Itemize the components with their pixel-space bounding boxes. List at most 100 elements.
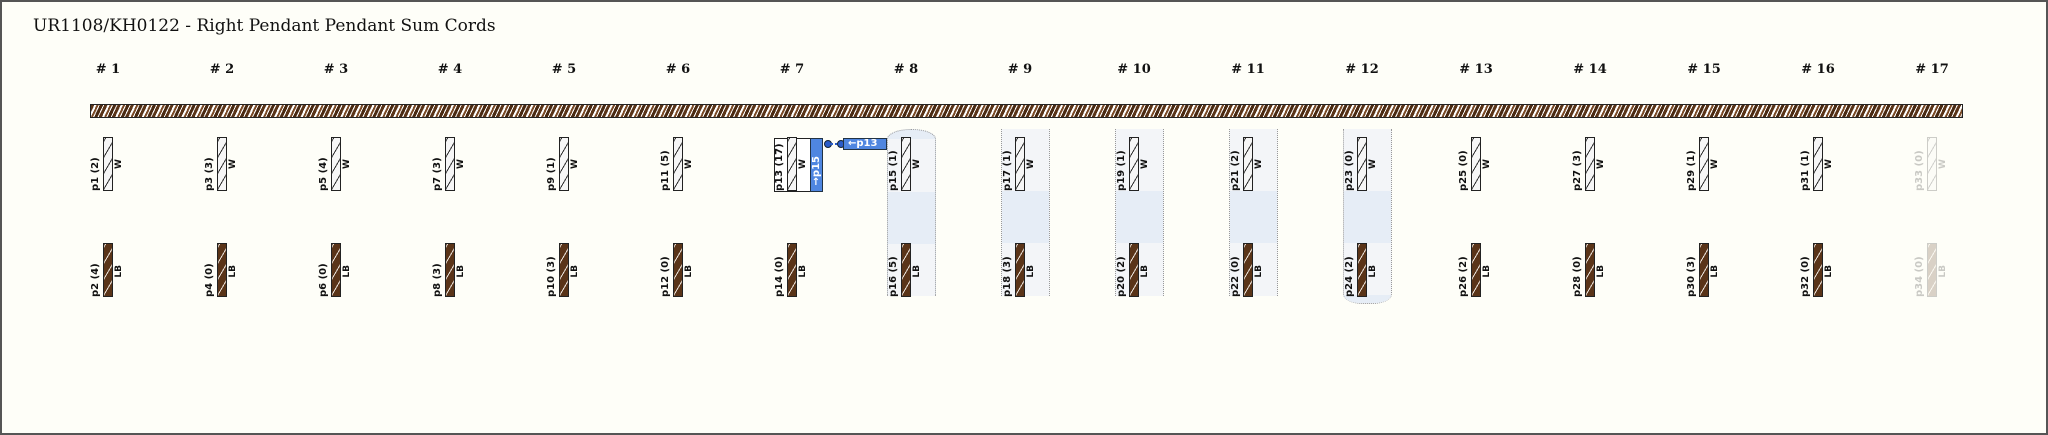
cord-label: p18 (3) bbox=[1002, 256, 1013, 297]
cord-label: p33 (0) bbox=[1914, 150, 1925, 191]
column-header: # 10 bbox=[1117, 62, 1151, 77]
cord-label: p32 (0) bbox=[1800, 256, 1811, 297]
cord-label: p8 (3) bbox=[432, 263, 443, 297]
highlight-band bbox=[1344, 191, 1391, 243]
cord-light-brown[interactable] bbox=[673, 243, 683, 297]
cord-white[interactable] bbox=[1015, 137, 1025, 191]
primary-cord[interactable] bbox=[90, 104, 1963, 118]
cord-light-brown[interactable] bbox=[559, 243, 569, 297]
cord-light-brown[interactable] bbox=[103, 243, 113, 297]
cord-label: p27 (3) bbox=[1572, 150, 1583, 191]
column-header: # 4 bbox=[437, 62, 463, 77]
highlight-column bbox=[1343, 129, 1392, 304]
highlight-tail bbox=[1344, 295, 1391, 303]
highlight-band bbox=[1230, 191, 1277, 243]
highlight-band bbox=[888, 192, 935, 244]
cord-white[interactable] bbox=[1357, 137, 1367, 191]
cord-white[interactable] bbox=[1699, 137, 1709, 191]
cord-color-label: LB bbox=[456, 265, 466, 278]
cord-label: p17 (1) bbox=[1002, 150, 1013, 191]
cord-color-label: LB bbox=[1368, 265, 1378, 278]
cord-white[interactable] bbox=[445, 137, 455, 191]
column-header: # 6 bbox=[665, 62, 691, 77]
cord-light-brown[interactable] bbox=[1813, 243, 1823, 297]
cord-label: p30 (3) bbox=[1686, 256, 1697, 297]
cord-color-label: LB bbox=[1482, 265, 1492, 278]
cord-label: p15 (1) bbox=[888, 150, 899, 191]
cord-white[interactable] bbox=[1243, 137, 1253, 191]
cord-label: p23 (0) bbox=[1344, 150, 1355, 191]
cord-color-label: W bbox=[1368, 159, 1378, 169]
cord-color-label: W bbox=[912, 159, 922, 169]
cord-white[interactable] bbox=[331, 137, 341, 191]
cord-color-label: LB bbox=[1938, 265, 1948, 278]
sum-reference-label[interactable]: ←p13 bbox=[843, 138, 887, 150]
cord-color-label: LB bbox=[570, 265, 580, 278]
column-header: # 13 bbox=[1459, 62, 1493, 77]
cord-color-label: LB bbox=[912, 265, 922, 278]
cord-color-label: W bbox=[1938, 159, 1948, 169]
cord-white[interactable] bbox=[673, 137, 683, 191]
sum-target-label[interactable]: →p15 bbox=[810, 138, 823, 192]
cord-light-brown[interactable] bbox=[1243, 243, 1253, 297]
sum-target-text: →p15 bbox=[811, 155, 822, 185]
cord-white[interactable] bbox=[217, 137, 227, 191]
cord-label: p3 (3) bbox=[204, 157, 215, 191]
highlight-column bbox=[1115, 129, 1164, 296]
cord-light-brown[interactable] bbox=[1129, 243, 1139, 297]
cord-color-label: W bbox=[1596, 159, 1606, 169]
cord-label: p12 (0) bbox=[660, 256, 671, 297]
cord-label: p26 (2) bbox=[1458, 256, 1469, 297]
cord-label: p7 (3) bbox=[432, 157, 443, 191]
cord-label: p2 (4) bbox=[90, 263, 101, 297]
column-header: # 7 bbox=[779, 62, 805, 77]
cord-color-label: W bbox=[114, 159, 124, 169]
cord-white[interactable] bbox=[1813, 137, 1823, 191]
highlight-column bbox=[1229, 129, 1278, 296]
cord-light-brown[interactable] bbox=[1357, 243, 1367, 297]
cord-white[interactable] bbox=[1585, 137, 1595, 191]
cord-white[interactable] bbox=[559, 137, 569, 191]
cord-label: p11 (5) bbox=[660, 150, 671, 191]
cord-color-label: W bbox=[684, 159, 694, 169]
cord-white[interactable] bbox=[901, 137, 911, 191]
cord-color-label: W bbox=[228, 159, 238, 169]
cord-color-label: W bbox=[1824, 159, 1834, 169]
cord-light-brown[interactable] bbox=[787, 243, 797, 297]
cord-color-label: LB bbox=[1254, 265, 1264, 278]
cord-color-label: W bbox=[1710, 159, 1720, 169]
cord-light-brown[interactable] bbox=[331, 243, 341, 297]
cord-label: p5 (4) bbox=[318, 157, 329, 191]
cord-label: p19 (1) bbox=[1116, 150, 1127, 191]
cord-label: p13 (17) bbox=[774, 143, 785, 191]
cord-label: p31 (1) bbox=[1800, 150, 1811, 191]
cord-label: p29 (1) bbox=[1686, 150, 1697, 191]
cord-label: p22 (0) bbox=[1230, 256, 1241, 297]
cord-color-label: LB bbox=[228, 265, 238, 278]
column-header: # 17 bbox=[1915, 62, 1949, 77]
cord-label: p9 (1) bbox=[546, 157, 557, 191]
cord-white[interactable] bbox=[1927, 137, 1937, 191]
page-title: UR1108/KH0122 - Right Pendant Pendant Su… bbox=[33, 16, 496, 36]
cord-light-brown[interactable] bbox=[217, 243, 227, 297]
cord-white[interactable] bbox=[1471, 137, 1481, 191]
cord-white[interactable] bbox=[103, 137, 113, 191]
cord-light-brown[interactable] bbox=[901, 243, 911, 297]
cord-label: p10 (3) bbox=[546, 256, 557, 297]
cord-label: p16 (5) bbox=[888, 256, 899, 297]
cord-light-brown[interactable] bbox=[1927, 243, 1937, 297]
cord-label: p20 (2) bbox=[1116, 256, 1127, 297]
cord-light-brown[interactable] bbox=[445, 243, 455, 297]
cord-color-label: LB bbox=[1824, 265, 1834, 278]
cord-light-brown[interactable] bbox=[1015, 243, 1025, 297]
cord-light-brown[interactable] bbox=[1699, 243, 1709, 297]
cord-light-brown[interactable] bbox=[1471, 243, 1481, 297]
cord-light-brown[interactable] bbox=[1585, 243, 1595, 297]
column-header: # 15 bbox=[1687, 62, 1721, 77]
cord-color-label: LB bbox=[1596, 265, 1606, 278]
highlight-column bbox=[887, 129, 936, 296]
cord-white[interactable] bbox=[1129, 137, 1139, 191]
cord-white[interactable] bbox=[787, 137, 797, 191]
column-header: # 8 bbox=[893, 62, 919, 77]
